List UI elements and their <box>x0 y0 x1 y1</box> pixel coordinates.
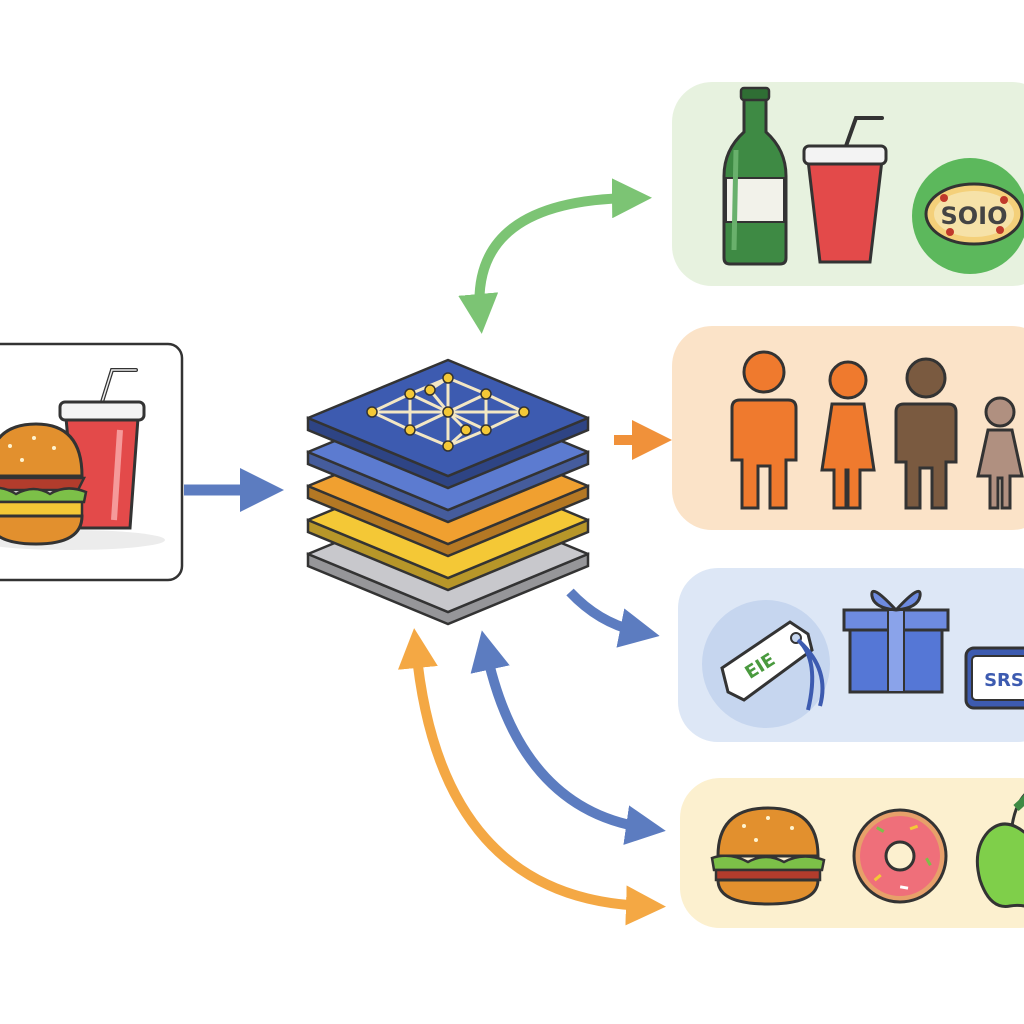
network-edge <box>447 376 487 396</box>
apple-icon <box>975 793 1024 908</box>
network-edge <box>447 392 487 414</box>
network-edge <box>447 410 487 432</box>
network-node <box>424 384 436 396</box>
network-node <box>480 388 492 400</box>
input-box <box>0 342 184 582</box>
network-node <box>518 406 530 418</box>
person-brown-icon <box>894 357 958 510</box>
layered-network-stack-icon <box>306 358 590 626</box>
network-edge <box>485 410 525 432</box>
network-graph-icon <box>366 372 530 452</box>
network-node <box>480 424 492 436</box>
panel-customers <box>672 326 1024 530</box>
bottle-icon <box>722 86 788 266</box>
burger-icon <box>710 806 826 906</box>
network-edge <box>409 428 449 448</box>
network-edge <box>485 392 525 414</box>
person-orange-dress-icon <box>820 360 876 510</box>
person-orange-icon <box>730 350 798 510</box>
network-node <box>442 406 454 418</box>
panel-foods <box>680 778 1024 928</box>
child-icon <box>976 396 1024 510</box>
panel-promotions: EIE SRS <box>678 568 1024 742</box>
network-edge <box>409 392 449 414</box>
network-edge <box>409 410 449 432</box>
network-node <box>442 372 454 384</box>
panel-beverages: SOIO <box>672 82 1024 286</box>
burger-icon <box>0 422 88 546</box>
network-node <box>460 424 472 436</box>
network-node <box>442 440 454 452</box>
price-tag-icon: EIE <box>720 620 825 711</box>
pizza-plate-icon: SOIO <box>912 158 1024 274</box>
network-node <box>404 424 416 436</box>
card-label: SRS <box>984 670 1024 691</box>
promotions-arrow <box>566 588 660 648</box>
network-node <box>404 388 416 400</box>
soda-cup-icon <box>58 368 146 530</box>
donut-icon <box>852 808 948 904</box>
gift-box-icon <box>842 589 950 694</box>
foods-feedback-arrow-orange <box>397 628 666 926</box>
soda-cup-icon <box>802 116 888 264</box>
network-edge <box>371 410 411 432</box>
network-edge <box>371 392 411 414</box>
plate-label: SOIO <box>940 202 1007 230</box>
network-edge <box>447 428 487 448</box>
network-node <box>366 406 378 418</box>
beverages-arrow <box>458 178 652 334</box>
foods-feedback-arrow-blue <box>470 630 666 845</box>
coupon-card-icon: SRS <box>964 646 1024 710</box>
